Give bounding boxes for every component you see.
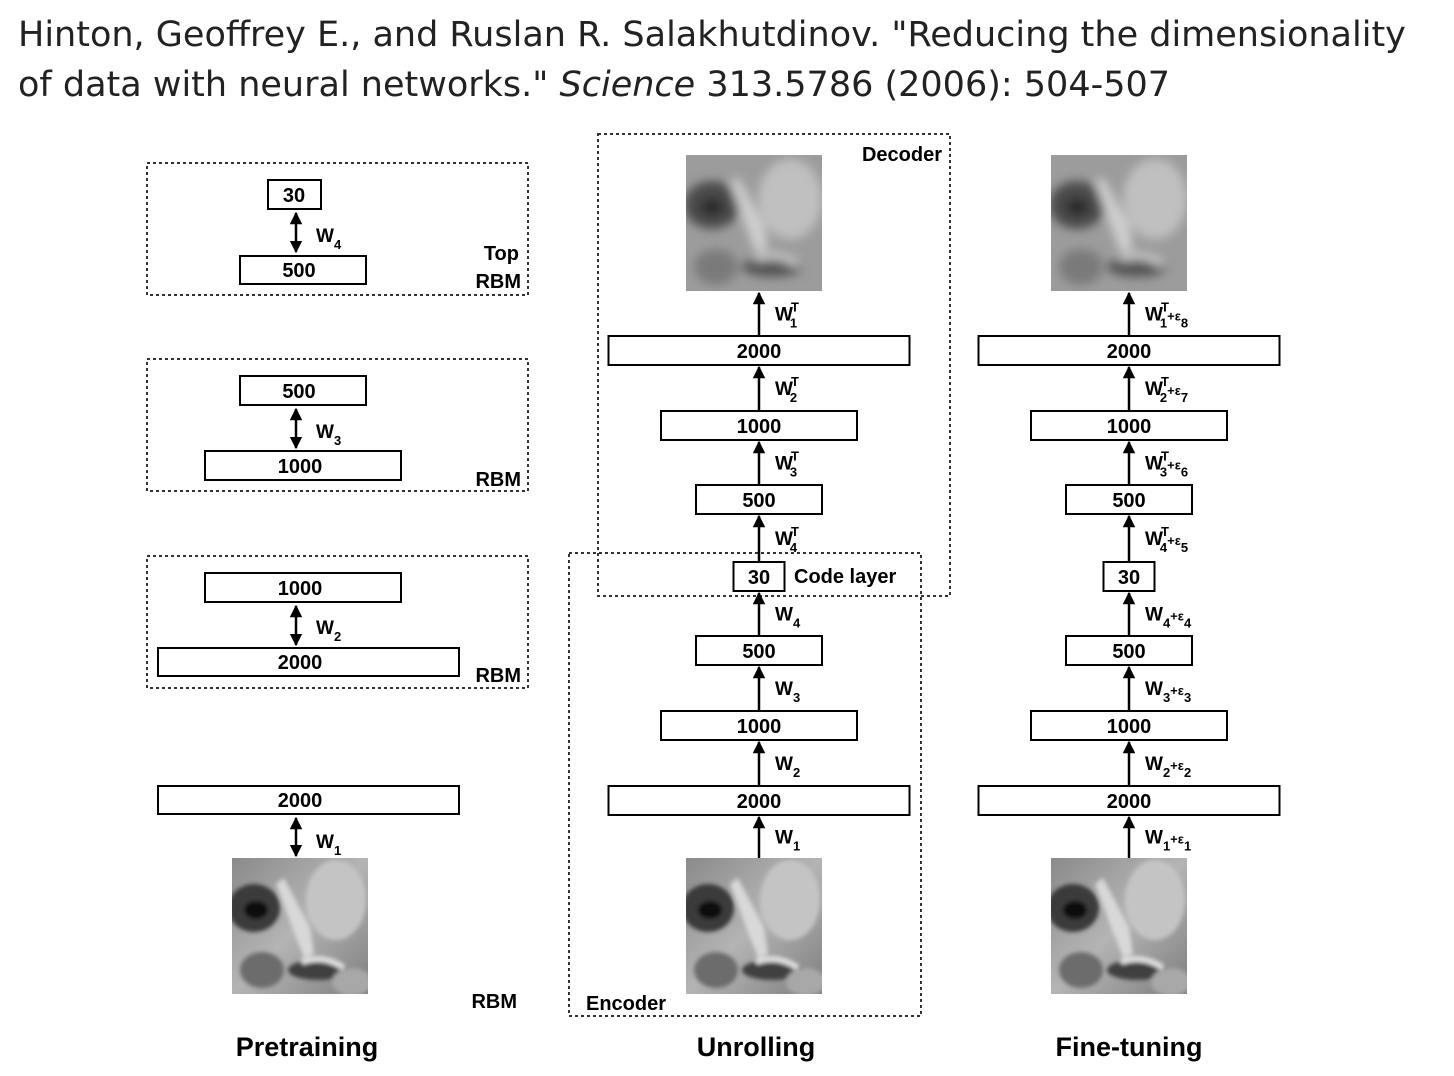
unroll-layer-1-label: 1000	[737, 416, 782, 438]
finetune-layer-3	[1102, 561, 1156, 592]
finetune-layer-2-label: 500	[1112, 490, 1145, 512]
pretrain-unit-500-mid	[239, 375, 367, 406]
finetune-weight-6: W2+ε2	[1145, 754, 1191, 780]
pretrain-unit-1000-mid-label: 1000	[278, 456, 323, 478]
caption-finetuning: Fine-tuning	[1055, 1032, 1203, 1062]
pretrain-unit-500-mid-label: 500	[282, 381, 315, 403]
unroll-input-face-image	[682, 858, 826, 996]
finetune-input-face-image	[1047, 858, 1191, 996]
finetune-layer-1	[1030, 410, 1228, 441]
pretrain-unit-2000-low	[157, 647, 460, 677]
rbm-label-top-line1: Top	[484, 243, 519, 265]
unroll-weight-6: W2	[775, 754, 800, 780]
pretrain-unit-30-label: 30	[283, 185, 305, 207]
unroll-layer-5	[660, 710, 858, 741]
unroll-layer-4	[695, 635, 823, 666]
pretrain-weight-w4: W4	[316, 226, 342, 252]
pretrain-unit-500-top	[239, 255, 367, 285]
finetune-output-face-image	[1049, 155, 1187, 291]
pretrain-unit-1000-mid	[204, 450, 402, 481]
unroll-weight-5: W3	[775, 679, 800, 705]
finetune-layer-3-label: 30	[1118, 567, 1140, 589]
finetune-weight-4: W4+ε4	[1145, 605, 1192, 631]
pretrain-weight-w2: W2	[316, 618, 341, 644]
pretrain-unit-30	[267, 179, 322, 210]
caption-pretraining: Pretraining	[235, 1032, 379, 1062]
encoder-frame	[568, 552, 922, 1017]
unrolling-panel: Decoder Encoder 200010005003050010002000…	[568, 133, 951, 1017]
unroll-layer-6-label: 2000	[737, 791, 782, 813]
pretrain-unit-1000-low-label: 1000	[278, 578, 323, 600]
finetune-layer-0-label: 2000	[1107, 341, 1152, 363]
unroll-layer-3	[732, 561, 786, 592]
unroll-layer-5-label: 1000	[737, 716, 782, 738]
finetune-layer-6-label: 2000	[1107, 791, 1152, 813]
pretrain-unit-2000-low-label: 2000	[278, 652, 323, 674]
citation: Hinton, Geoffrey E., and Ruslan R. Salak…	[18, 10, 1448, 110]
unroll-layer-6	[607, 785, 911, 816]
code-layer-label: Code layer	[794, 566, 896, 588]
unroll-layer-3-label: 30	[748, 567, 770, 589]
rbm-frame-2	[146, 555, 529, 689]
unroll-weight-4: W4	[775, 605, 801, 631]
rbm-frame-top	[146, 162, 529, 296]
finetune-weight-5: W3+ε3	[1145, 679, 1191, 705]
finetune-weight-7: W1+ε1	[1145, 828, 1191, 854]
pretrain-unit-2000-bottom	[157, 785, 460, 815]
unroll-layer-0-label: 2000	[737, 341, 782, 363]
unroll-layer-2	[695, 484, 823, 515]
decoder-label: Decoder	[862, 144, 942, 166]
rbm-label-3: RBM	[475, 469, 521, 491]
rbm-label-1: RBM	[471, 991, 517, 1013]
citation-details: 313.5786 (2006): 504-507	[706, 65, 1171, 105]
pretrain-weight-w3: W3	[316, 422, 341, 448]
pretrain-weight-w1: W1	[316, 832, 341, 858]
pretrain-unit-1000-low	[204, 572, 402, 603]
unroll-layer-2-label: 500	[742, 490, 775, 512]
pretrain-input-face-image	[228, 858, 372, 996]
citation-authors: Hinton, Geoffrey E., and Ruslan R. Salak…	[18, 15, 881, 55]
citation-title: "Reducing the dimensionality of data wit…	[18, 15, 1406, 105]
unroll-layer-1	[660, 410, 858, 441]
finetune-layer-6	[977, 785, 1281, 816]
finetune-layer-5-label: 1000	[1107, 716, 1152, 738]
encoder-label: Encoder	[586, 993, 666, 1015]
unroll-weight-7: W1	[775, 828, 800, 854]
rbm-label-2: RBM	[475, 665, 521, 687]
finetune-layer-1-label: 1000	[1107, 416, 1152, 438]
rbm-frame-3	[146, 358, 529, 492]
finetune-layer-5	[1030, 710, 1228, 741]
unroll-layer-0	[607, 335, 911, 366]
unroll-layer-4-label: 500	[742, 641, 775, 663]
finetune-layer-4-label: 500	[1112, 641, 1145, 663]
rbm-label-top-line2: RBM	[475, 271, 521, 293]
pretraining-panel: 30 W4 500 Top RBM 500 W3 1000 RBM 1000 W…	[146, 162, 529, 1013]
pretrain-unit-2000-bottom-label: 2000	[278, 790, 323, 812]
pretrain-unit-500-top-label: 500	[282, 260, 315, 282]
caption-unrolling: Unrolling	[696, 1032, 816, 1062]
citation-journal: Science	[559, 65, 696, 105]
decoder-frame	[597, 133, 951, 597]
unroll-output-face-image	[684, 155, 822, 291]
